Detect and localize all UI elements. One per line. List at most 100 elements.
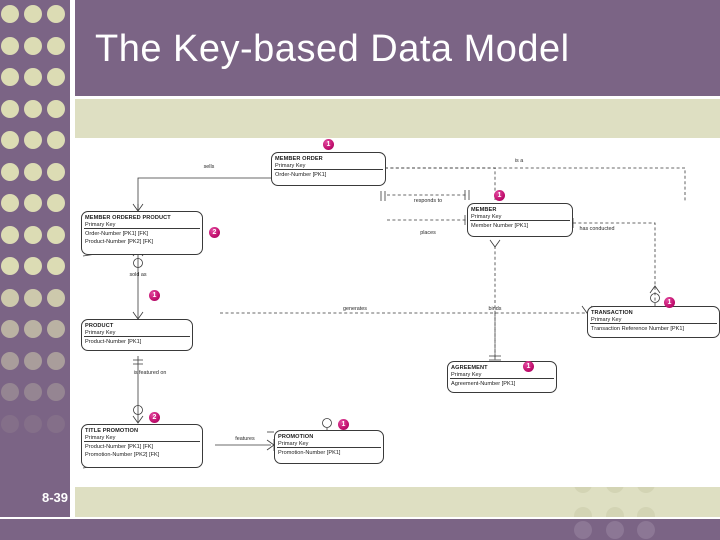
- relationship-label-sells: sells: [203, 164, 215, 170]
- relationship-label-has-conducted: has conducted: [579, 226, 615, 232]
- badge-member: 1: [494, 190, 505, 201]
- entity-name: TRANSACTION: [591, 309, 633, 316]
- relationship-label-responds-to: responds to: [413, 198, 443, 204]
- relationship-label-binds: binds: [488, 306, 502, 312]
- entity-title-promotion[interactable]: TITLE PROMOTION Primary Key Product-Numb…: [81, 424, 203, 468]
- entity-pk-label: Primary Key: [451, 372, 482, 378]
- sidebar-dot: [1, 131, 19, 149]
- footer-dot: [637, 521, 655, 539]
- badge-product: 1: [149, 290, 160, 301]
- band-dot: [637, 506, 655, 517]
- badge-agreement: 1: [523, 361, 534, 372]
- sidebar-dot: [47, 225, 65, 244]
- sidebar-dot: [1, 68, 19, 86]
- entity-name: AGREEMENT: [451, 364, 488, 371]
- entity-divider: [590, 322, 717, 324]
- sidebar-dot: [24, 99, 42, 118]
- entity-pk-label: Primary Key: [278, 441, 309, 447]
- entity-name: MEMBER: [471, 206, 497, 213]
- sidebar-dot: [24, 194, 42, 212]
- sidebar-dot: [47, 162, 65, 181]
- sidebar-dot-pattern: [0, 0, 70, 540]
- sidebar-dot: [47, 131, 65, 149]
- relationship-label-generates: generates: [343, 306, 367, 312]
- band-dot: [574, 487, 592, 493]
- sidebar-dot: [24, 320, 42, 338]
- sidebar-dot: [47, 36, 65, 55]
- sidebar-divider: [70, 0, 75, 540]
- sidebar-dot: [24, 131, 42, 149]
- footer-dot-pattern: [0, 519, 720, 540]
- entity-divider: [274, 168, 383, 170]
- band-dot: [605, 487, 624, 493]
- entity-transaction[interactable]: TRANSACTION Primary Key Transaction Refe…: [587, 306, 720, 338]
- sidebar-dot: [1, 225, 19, 244]
- entity-attribute: Product-Number [PK2] [FK]: [85, 239, 154, 245]
- footer-dot: [574, 521, 592, 539]
- entity-promotion[interactable]: PROMOTION Primary Key Promotion-Number […: [274, 430, 384, 464]
- page-number: 8-39: [41, 490, 68, 505]
- entity-attribute: Agreement-Number [PK1]: [451, 381, 516, 387]
- relationship-label-places: places: [420, 230, 436, 236]
- entity-divider: [450, 377, 554, 379]
- sidebar-dot: [24, 257, 42, 275]
- sidebar-dot: [47, 320, 65, 338]
- sidebar-dot: [1, 99, 19, 118]
- sidebar-dot: [47, 194, 65, 212]
- entity-pk-label: Primary Key: [591, 317, 622, 323]
- sidebar-accent-bar: 8-39: [0, 0, 70, 540]
- sidebar-dot: [1, 257, 19, 275]
- badge-title-promotion: 2: [149, 412, 160, 423]
- sidebar-dot: [1, 414, 19, 433]
- entity-member-ordered-product[interactable]: MEMBER ORDERED PRODUCT Primary Key Order…: [81, 211, 203, 255]
- sidebar-dot: [47, 257, 65, 275]
- entity-divider: [84, 227, 200, 229]
- sidebar-dot: [47, 99, 65, 118]
- sidebar-dot: [47, 383, 65, 401]
- relationship-label-sold-as: sold as: [129, 272, 147, 278]
- er-diagram: MEMBER ORDER Primary Key Order-Number [P…: [75, 138, 720, 487]
- sidebar-dot: [47, 288, 65, 307]
- sidebar-dot: [1, 162, 19, 181]
- entity-divider: [84, 440, 200, 442]
- relationship-label-is-featured-on: is featured on: [133, 370, 167, 376]
- entity-name: PROMOTION: [278, 433, 314, 440]
- sidebar-dot: [1, 383, 19, 401]
- entity-attribute: Transaction Reference Number [PK1]: [591, 326, 685, 332]
- entity-member[interactable]: MEMBER Primary Key Member Number [PK1]: [467, 203, 573, 237]
- entity-member-order[interactable]: MEMBER ORDER Primary Key Order-Number [P…: [271, 152, 386, 186]
- sidebar-dot: [1, 351, 19, 370]
- sidebar-dot: [24, 288, 42, 307]
- entity-product[interactable]: PRODUCT Primary Key Product-Number [PK1]: [81, 319, 193, 351]
- entity-pk-label: Primary Key: [85, 330, 116, 336]
- entity-attribute: Product-Number [PK1]: [85, 339, 142, 345]
- sidebar-dot: [24, 68, 42, 86]
- footer-strip: [0, 519, 720, 540]
- sidebar-dot: [47, 5, 65, 23]
- entity-attribute: Order-Number [PK1] [FK]: [85, 231, 149, 237]
- sidebar-dot: [24, 5, 42, 23]
- relationship-label-features: features: [235, 436, 255, 442]
- entity-pk-label: Primary Key: [275, 163, 306, 169]
- entity-attribute: Promotion-Number [PK2] [FK]: [85, 452, 160, 458]
- entity-attribute: Order-Number [PK1]: [275, 172, 327, 178]
- sidebar-dot: [24, 36, 42, 55]
- badge-transaction: 1: [664, 297, 675, 308]
- title-band: [75, 0, 720, 96]
- content-top-band: [75, 99, 720, 138]
- band-dot: [605, 506, 624, 517]
- entity-attribute: Promotion-Number [PK1]: [278, 450, 341, 456]
- badge-promotion: 1: [338, 419, 349, 430]
- sidebar-dot: [1, 5, 19, 23]
- entity-divider: [84, 335, 190, 337]
- band-dot: [574, 506, 592, 517]
- badge-member-ordered-product: 2: [209, 227, 220, 238]
- sidebar-dot: [24, 383, 42, 401]
- entity-attribute: Product-Number [PK1] [FK]: [85, 444, 154, 450]
- entity-name: MEMBER ORDERED PRODUCT: [85, 214, 171, 221]
- band-dot: [637, 487, 655, 493]
- entity-agreement[interactable]: AGREEMENT Primary Key Agreement-Number […: [447, 361, 557, 393]
- sidebar-dot: [47, 414, 65, 433]
- sidebar-dot: [47, 351, 65, 370]
